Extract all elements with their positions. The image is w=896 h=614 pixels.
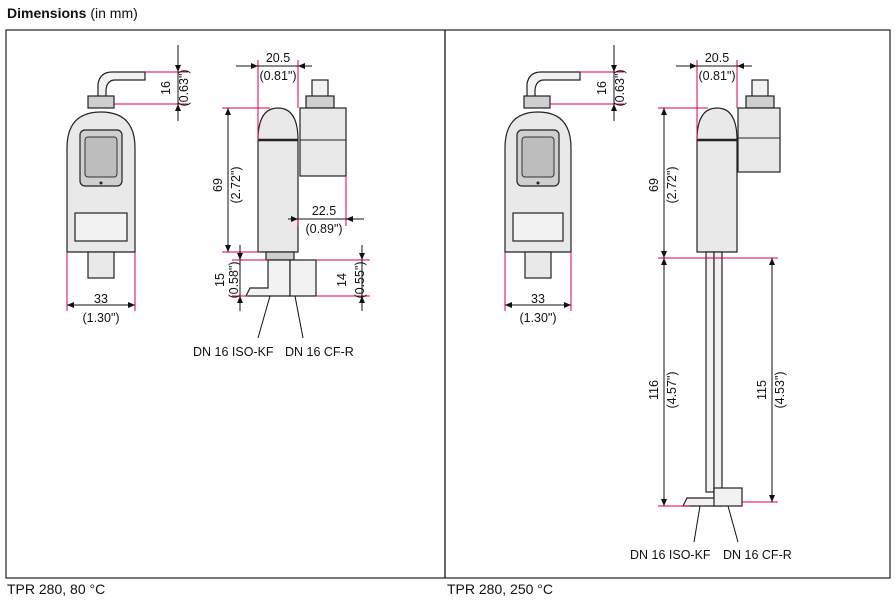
left-body-height-mm: 69 xyxy=(211,178,225,192)
left-side-view xyxy=(245,79,347,297)
left-front-view xyxy=(66,71,146,279)
heading-unit: (in mm) xyxy=(90,5,138,21)
left-flange-cf-in: (0.55") xyxy=(353,261,367,298)
left-offset-mm: 22.5 xyxy=(312,204,336,218)
right-label-kf: DN 16 ISO-KF xyxy=(630,548,711,562)
right-width-mm: 33 xyxy=(531,292,545,306)
right-dim-top-width: 20.5 (0.81") xyxy=(676,51,752,140)
left-body-height-in: (2.72") xyxy=(229,166,243,203)
left-flange-kf-in: (0.58") xyxy=(227,261,241,298)
left-dim-top-width: 20.5 (0.81") xyxy=(236,51,312,140)
left-cf-leader xyxy=(294,295,304,339)
right-tube-cf-mm: 115 xyxy=(755,380,769,400)
right-label-cf: DN 16 CF-R xyxy=(723,548,792,562)
right-kf-leader xyxy=(693,505,701,543)
right-dim-width: 33 (1.30") xyxy=(504,252,572,325)
right-width-in: (1.30") xyxy=(519,311,556,325)
heading-title: Dimensions xyxy=(7,5,87,21)
left-dim-flange-kf: 15 (0.58") xyxy=(213,245,268,311)
left-cable-height-mm: 16 xyxy=(159,81,173,95)
right-top-width-in: (0.81") xyxy=(698,69,735,83)
caption-right: TPR 280, 250 °C xyxy=(447,581,553,597)
right-tube-kf-mm: 116 xyxy=(647,380,661,400)
left-flange-cf-mm: 14 xyxy=(335,273,349,287)
right-dim-body-height: 69 (2.72") xyxy=(647,107,778,259)
panel-right-frame xyxy=(444,29,891,579)
left-kf-leader xyxy=(257,295,271,339)
right-dim-tube-kf: 116 (4.57") xyxy=(647,258,690,507)
right-body-height-mm: 69 xyxy=(647,178,661,192)
right-side-view xyxy=(682,79,781,507)
right-tube-kf-in: (4.57") xyxy=(665,371,679,408)
left-cable-height-in: (0.63") xyxy=(177,69,191,106)
right-cf-leader xyxy=(727,505,739,543)
left-top-width-in: (0.81") xyxy=(259,69,296,83)
left-flange-kf-mm: 15 xyxy=(213,273,227,287)
right-cable-height-mm: 16 xyxy=(595,81,609,95)
right-tube-cf-in: (4.53") xyxy=(773,371,787,408)
left-width-in: (1.30") xyxy=(82,311,119,325)
right-body-height-in: (2.72") xyxy=(665,166,679,203)
left-label-kf: DN 16 ISO-KF xyxy=(193,345,274,359)
left-dim-flange-cf: 14 (0.55") xyxy=(316,245,370,311)
left-dim-offset: 22.5 (0.89") xyxy=(288,176,364,236)
left-top-width-mm: 20.5 xyxy=(266,51,290,65)
left-dim-body-height: 69 (2.72") xyxy=(211,107,270,253)
left-offset-in: (0.89") xyxy=(305,222,342,236)
caption-left: TPR 280, 80 °C xyxy=(7,581,106,597)
right-dim-tube-cf: 115 (4.53") xyxy=(742,258,787,503)
right-dim-cable-height: 16 (0.63") xyxy=(550,45,627,121)
left-label-cf: DN 16 CF-R xyxy=(285,345,354,359)
right-top-width-mm: 20.5 xyxy=(705,51,729,65)
left-dim-width: 33 (1.30") xyxy=(66,252,136,325)
right-cable-height-in: (0.63") xyxy=(613,69,627,106)
right-front-view xyxy=(504,71,581,279)
diagram-heading: Dimensions(in mm) xyxy=(7,5,138,21)
left-dim-cable-height: 16 (0.63") xyxy=(114,45,191,121)
left-width-mm: 33 xyxy=(94,292,108,306)
